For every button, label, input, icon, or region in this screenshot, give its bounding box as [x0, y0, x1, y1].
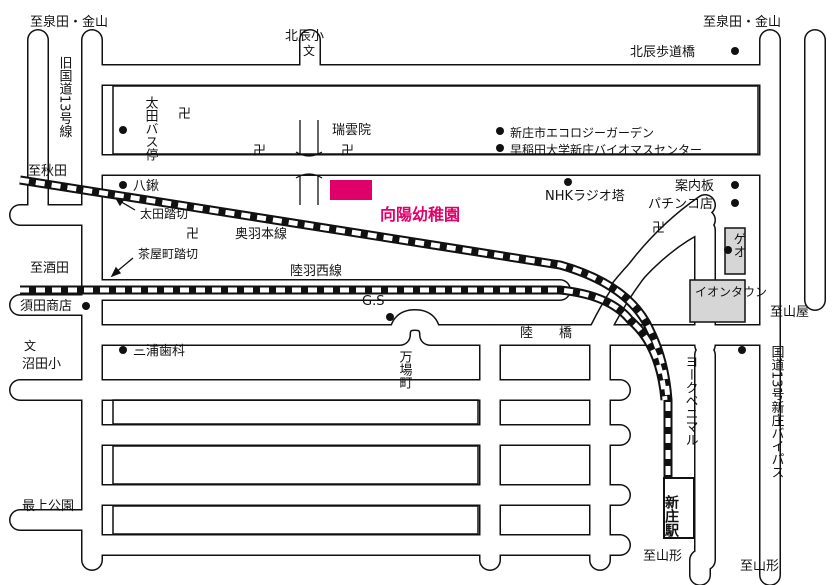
road-network [9, 29, 826, 585]
geo-label: ゲオ [731, 232, 747, 258]
to-yamagata-left-label: 至山形 [643, 549, 682, 564]
temple-mark-5: 卍 [186, 227, 199, 242]
rikkyo-label: 陸 橋 [520, 325, 572, 341]
aeon-town-block [689, 279, 746, 323]
kitatatsu-elem-label: 北辰小 [285, 29, 324, 44]
kindergarten-label: 向陽幼稚園 [380, 205, 460, 224]
geo-dot [724, 246, 732, 254]
temple-mark-2: 卍 [253, 144, 266, 159]
york-label: ヨークベニマル [683, 355, 699, 446]
school-mark-kitatatsu: 文 [303, 43, 315, 58]
hachikuwa-dot [119, 181, 127, 189]
gs-dot [386, 313, 394, 321]
to-akita-label: 至秋田 [28, 164, 67, 179]
miura-dental-label: 三浦歯科 [133, 344, 185, 359]
ota-bus-stop-label: 太田バス停 [143, 96, 159, 161]
info-board-dot [731, 181, 739, 189]
ota-bus-stop-dot [119, 126, 127, 134]
railways [19, 175, 673, 490]
hachikuwa-label: 八鍬 [133, 179, 159, 194]
crossing-arrows [110, 197, 136, 278]
ecology-garden-dot [496, 127, 504, 135]
rikuu-west-line-label: 陸羽西線 [290, 263, 342, 279]
kindergarten-marker [330, 180, 372, 200]
chayamachi-crossing-label: 茶屋町踏切 [138, 246, 198, 261]
numata-elem-label: 沼田小 [22, 357, 61, 372]
biomass-label: 早稲田大学新庄バイオマスセンター [510, 142, 702, 157]
manbacho-label: 万場町 [397, 350, 413, 389]
shinjo-station-label: 新庄駅 [663, 494, 679, 538]
temple-mark-4: 卍 [652, 221, 665, 236]
pachinko-label: パチンコ店 [648, 197, 713, 212]
route13-bypass-label: 国道13号新庄バイパス [769, 345, 785, 479]
old-route13-label: 旧国道13号線 [57, 56, 73, 138]
suda-dot [82, 302, 90, 310]
ota-crossing-label: 太田踏切 [140, 206, 188, 221]
gs-label: G.S [362, 294, 384, 309]
river-marks [295, 120, 323, 205]
zuiunin-label: 瑞雲院 [332, 123, 371, 138]
to-izumida-right-label: 至泉田・金山 [703, 14, 781, 30]
kitatatsu-bridge-dot [731, 47, 739, 55]
landmark-dots [82, 47, 746, 354]
temple-mark-1: 卍 [178, 107, 191, 122]
nhk-label: NHKラジオ塔 [545, 189, 625, 204]
mogami-park-label: 最上公園 [22, 499, 74, 514]
york-dot [738, 346, 746, 354]
map-labels: 至泉田・金山 至泉田・金山 北辰小 文 北辰歩道橋 旧国道13号線 太田バス停 … [20, 14, 809, 574]
station-box [663, 477, 695, 539]
miura-dot [119, 346, 127, 354]
aeon-town-label: イオンタウン [695, 285, 767, 299]
biomass-dot [496, 144, 504, 152]
school-mark-numata: 文 [24, 338, 36, 353]
ecology-garden-label: 新庄市エコロジーガーデン [510, 125, 654, 140]
ou-main-line-label: 奥羽本線 [235, 226, 287, 242]
nhk-dot [564, 178, 572, 186]
to-yamaya-label: 至山屋 [770, 305, 809, 320]
temple-mark-3: 卍 [341, 144, 354, 159]
pachinko-dot [731, 199, 739, 207]
kitatatsu-bridge-label: 北辰歩道橋 [630, 45, 695, 60]
to-yamagata-right-label: 至山形 [740, 559, 779, 574]
to-izumida-left-label: 至泉田・金山 [30, 14, 108, 30]
suda-store-label: 須田商店 [20, 299, 72, 314]
to-sakata-label: 至酒田 [30, 261, 69, 276]
info-board-label: 案内板 [675, 178, 714, 194]
city-blocks [112, 85, 759, 535]
